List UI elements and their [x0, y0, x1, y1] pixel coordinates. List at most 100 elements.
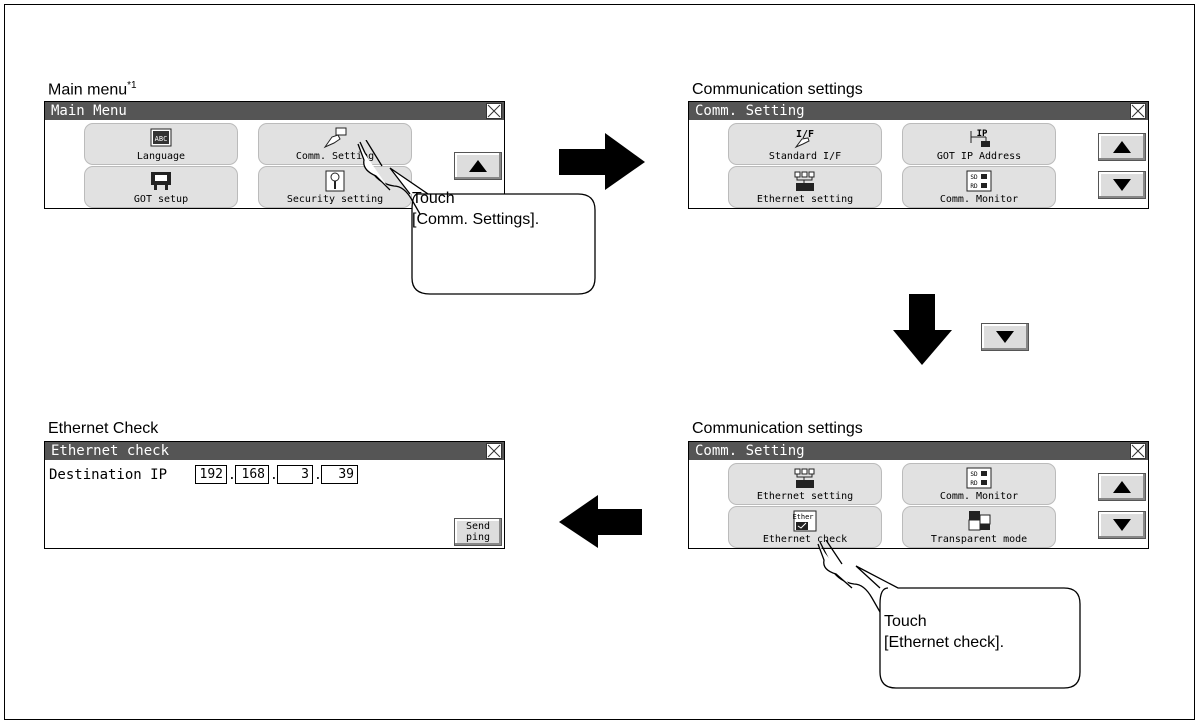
ip-separator: . [314, 468, 322, 483]
ethernet-setting-tile[interactable]: Ethernet setting [728, 463, 882, 505]
transparent-mode-tile[interactable]: Transparent mode [902, 506, 1056, 548]
svg-text:SD: SD [970, 471, 978, 478]
tile-label: Ethernet setting [756, 491, 854, 502]
comm-setting-tile[interactable]: Comm. Setting [258, 123, 412, 165]
arrow-down-icon [893, 294, 952, 365]
close-button[interactable] [1130, 443, 1146, 459]
callout-comm-settings [357, 140, 596, 295]
up-triangle-icon [469, 160, 487, 172]
close-icon [487, 444, 501, 458]
tile-label: Comm. Monitor [939, 194, 1019, 205]
send-ping-label-line2: ping [465, 532, 491, 543]
tile-label: Ethernet check [762, 534, 848, 545]
up-triangle-icon [1113, 141, 1131, 153]
window-title: Comm. Setting [695, 103, 805, 119]
comm-monitor-tile[interactable]: SD RD Comm. Monitor [902, 463, 1056, 505]
ip-octet-4-field[interactable]: 39 [321, 465, 358, 484]
close-icon [1131, 104, 1145, 118]
main-menu-screen: Main Menu ABC Language Comm. Setting GOT… [44, 101, 505, 209]
close-icon [1131, 444, 1145, 458]
svg-text:RD: RD [970, 480, 978, 487]
security-setting-tile[interactable]: Security setting [258, 166, 412, 208]
caption-comm-settings-top: Communication settings [692, 81, 863, 98]
ethernet-check-tile[interactable]: Ether Ethernet check [728, 506, 882, 548]
language-tile[interactable]: ABC Language [84, 123, 238, 165]
ethernet-check-screen: Ethernet check Destination IP 192 . 168 … [44, 441, 505, 549]
figure-frame [4, 4, 1195, 720]
close-button[interactable] [1130, 103, 1146, 119]
arrow-left-icon [559, 495, 642, 548]
ethernet-check-titlebar: Ethernet check [45, 442, 504, 460]
tile-label: Security setting [286, 194, 384, 205]
comm-setting-screen-bottom: Comm. Setting Ethernet setting SD RD Com… [688, 441, 1149, 549]
caption-ethernet-check: Ethernet Check [48, 420, 159, 437]
down-triangle-icon [1113, 179, 1131, 191]
ip-octet-1-field[interactable]: 192 [195, 465, 227, 484]
got-ip-address-tile[interactable]: IP GOT IP Address [902, 123, 1056, 165]
callout-line2: [Comm. Settings]. [412, 211, 540, 228]
tile-label: Ethernet setting [756, 194, 854, 205]
destination-ip-label: Destination IP [49, 467, 168, 483]
key-icon [325, 170, 345, 192]
got-unit-icon [151, 172, 171, 190]
callout-comm-settings-text: Touch [Comm. Settings]. [300, 140, 610, 300]
scroll-up-button[interactable] [1098, 473, 1146, 501]
comm-setting-titlebar: Comm. Setting [689, 102, 1148, 120]
callout-line2: [Ethernet check]. [884, 634, 1005, 651]
callout-line1: Touch [884, 613, 927, 630]
window-title: Main Menu [51, 103, 127, 119]
svg-text:ABC: ABC [155, 135, 168, 143]
scroll-down-button[interactable] [1098, 511, 1146, 539]
transparent-icon [968, 511, 991, 531]
eth-network-icon [794, 468, 815, 488]
main-menu-titlebar: Main Menu [45, 102, 504, 120]
tile-label: Comm. Setting [295, 151, 375, 162]
hand-pointer-icon [817, 540, 881, 613]
caption-main-menu: Main menu*1 [48, 80, 137, 99]
scroll-up-button[interactable] [1098, 133, 1146, 161]
sd-rd-icon: SD RD [966, 170, 992, 192]
tile-label: Standard I/F [768, 151, 842, 162]
ip-octet-2-field[interactable]: 168 [235, 465, 269, 484]
tile-label: GOT IP Address [936, 151, 1022, 162]
ethernet-setting-tile[interactable]: Ethernet setting [728, 166, 882, 208]
ethernet-check-icon: Ether [792, 510, 817, 532]
svg-text:SD: SD [970, 174, 978, 181]
sd-rd-icon: SD RD [966, 467, 992, 489]
up-triangle-icon [1113, 481, 1131, 493]
comm-setting-titlebar: Comm. Setting [689, 442, 1148, 460]
caption-comm-settings-bottom: Communication settings [692, 420, 863, 437]
comm-setting-screen-top: Comm. Setting I/F Standard I/F IP GOT IP… [688, 101, 1149, 209]
scroll-up-button[interactable] [454, 152, 502, 180]
tile-label: Language [136, 151, 186, 162]
tile-label: Comm. Monitor [939, 491, 1019, 502]
window-title: Comm. Setting [695, 443, 805, 459]
down-triangle-icon [996, 331, 1014, 343]
arrow-right-icon [559, 133, 645, 190]
callout-ethernet-check [817, 540, 1081, 689]
scroll-down-button[interactable] [1098, 171, 1146, 199]
ip-separator: . [228, 468, 236, 483]
ip-octet-3-field[interactable]: 3 [277, 465, 313, 484]
ip-network-icon: IP [970, 129, 990, 147]
standard-if-tile[interactable]: I/F Standard I/F [728, 123, 882, 165]
window-title: Ethernet check [51, 443, 170, 459]
svg-text:I/F: I/F [796, 129, 814, 140]
eth-network-icon [794, 171, 815, 191]
close-icon [487, 104, 501, 118]
svg-text:Ether: Ether [792, 513, 813, 521]
send-ping-button[interactable]: Send ping [454, 518, 502, 546]
hand-plug-icon [323, 127, 347, 149]
down-triangle-icon [1113, 519, 1131, 531]
if-icon: I/F [794, 129, 814, 149]
abc-icon: ABC [150, 128, 172, 147]
got-setup-tile[interactable]: GOT setup [84, 166, 238, 208]
tile-label: GOT setup [133, 194, 189, 205]
close-button[interactable] [486, 103, 502, 119]
close-button[interactable] [486, 443, 502, 459]
hand-pointer-icon [357, 140, 421, 215]
comm-monitor-tile[interactable]: SD RD Comm. Monitor [902, 166, 1056, 208]
reference-down-button [981, 323, 1029, 351]
callout-line1: Touch [412, 190, 455, 207]
ip-separator: . [270, 468, 278, 483]
